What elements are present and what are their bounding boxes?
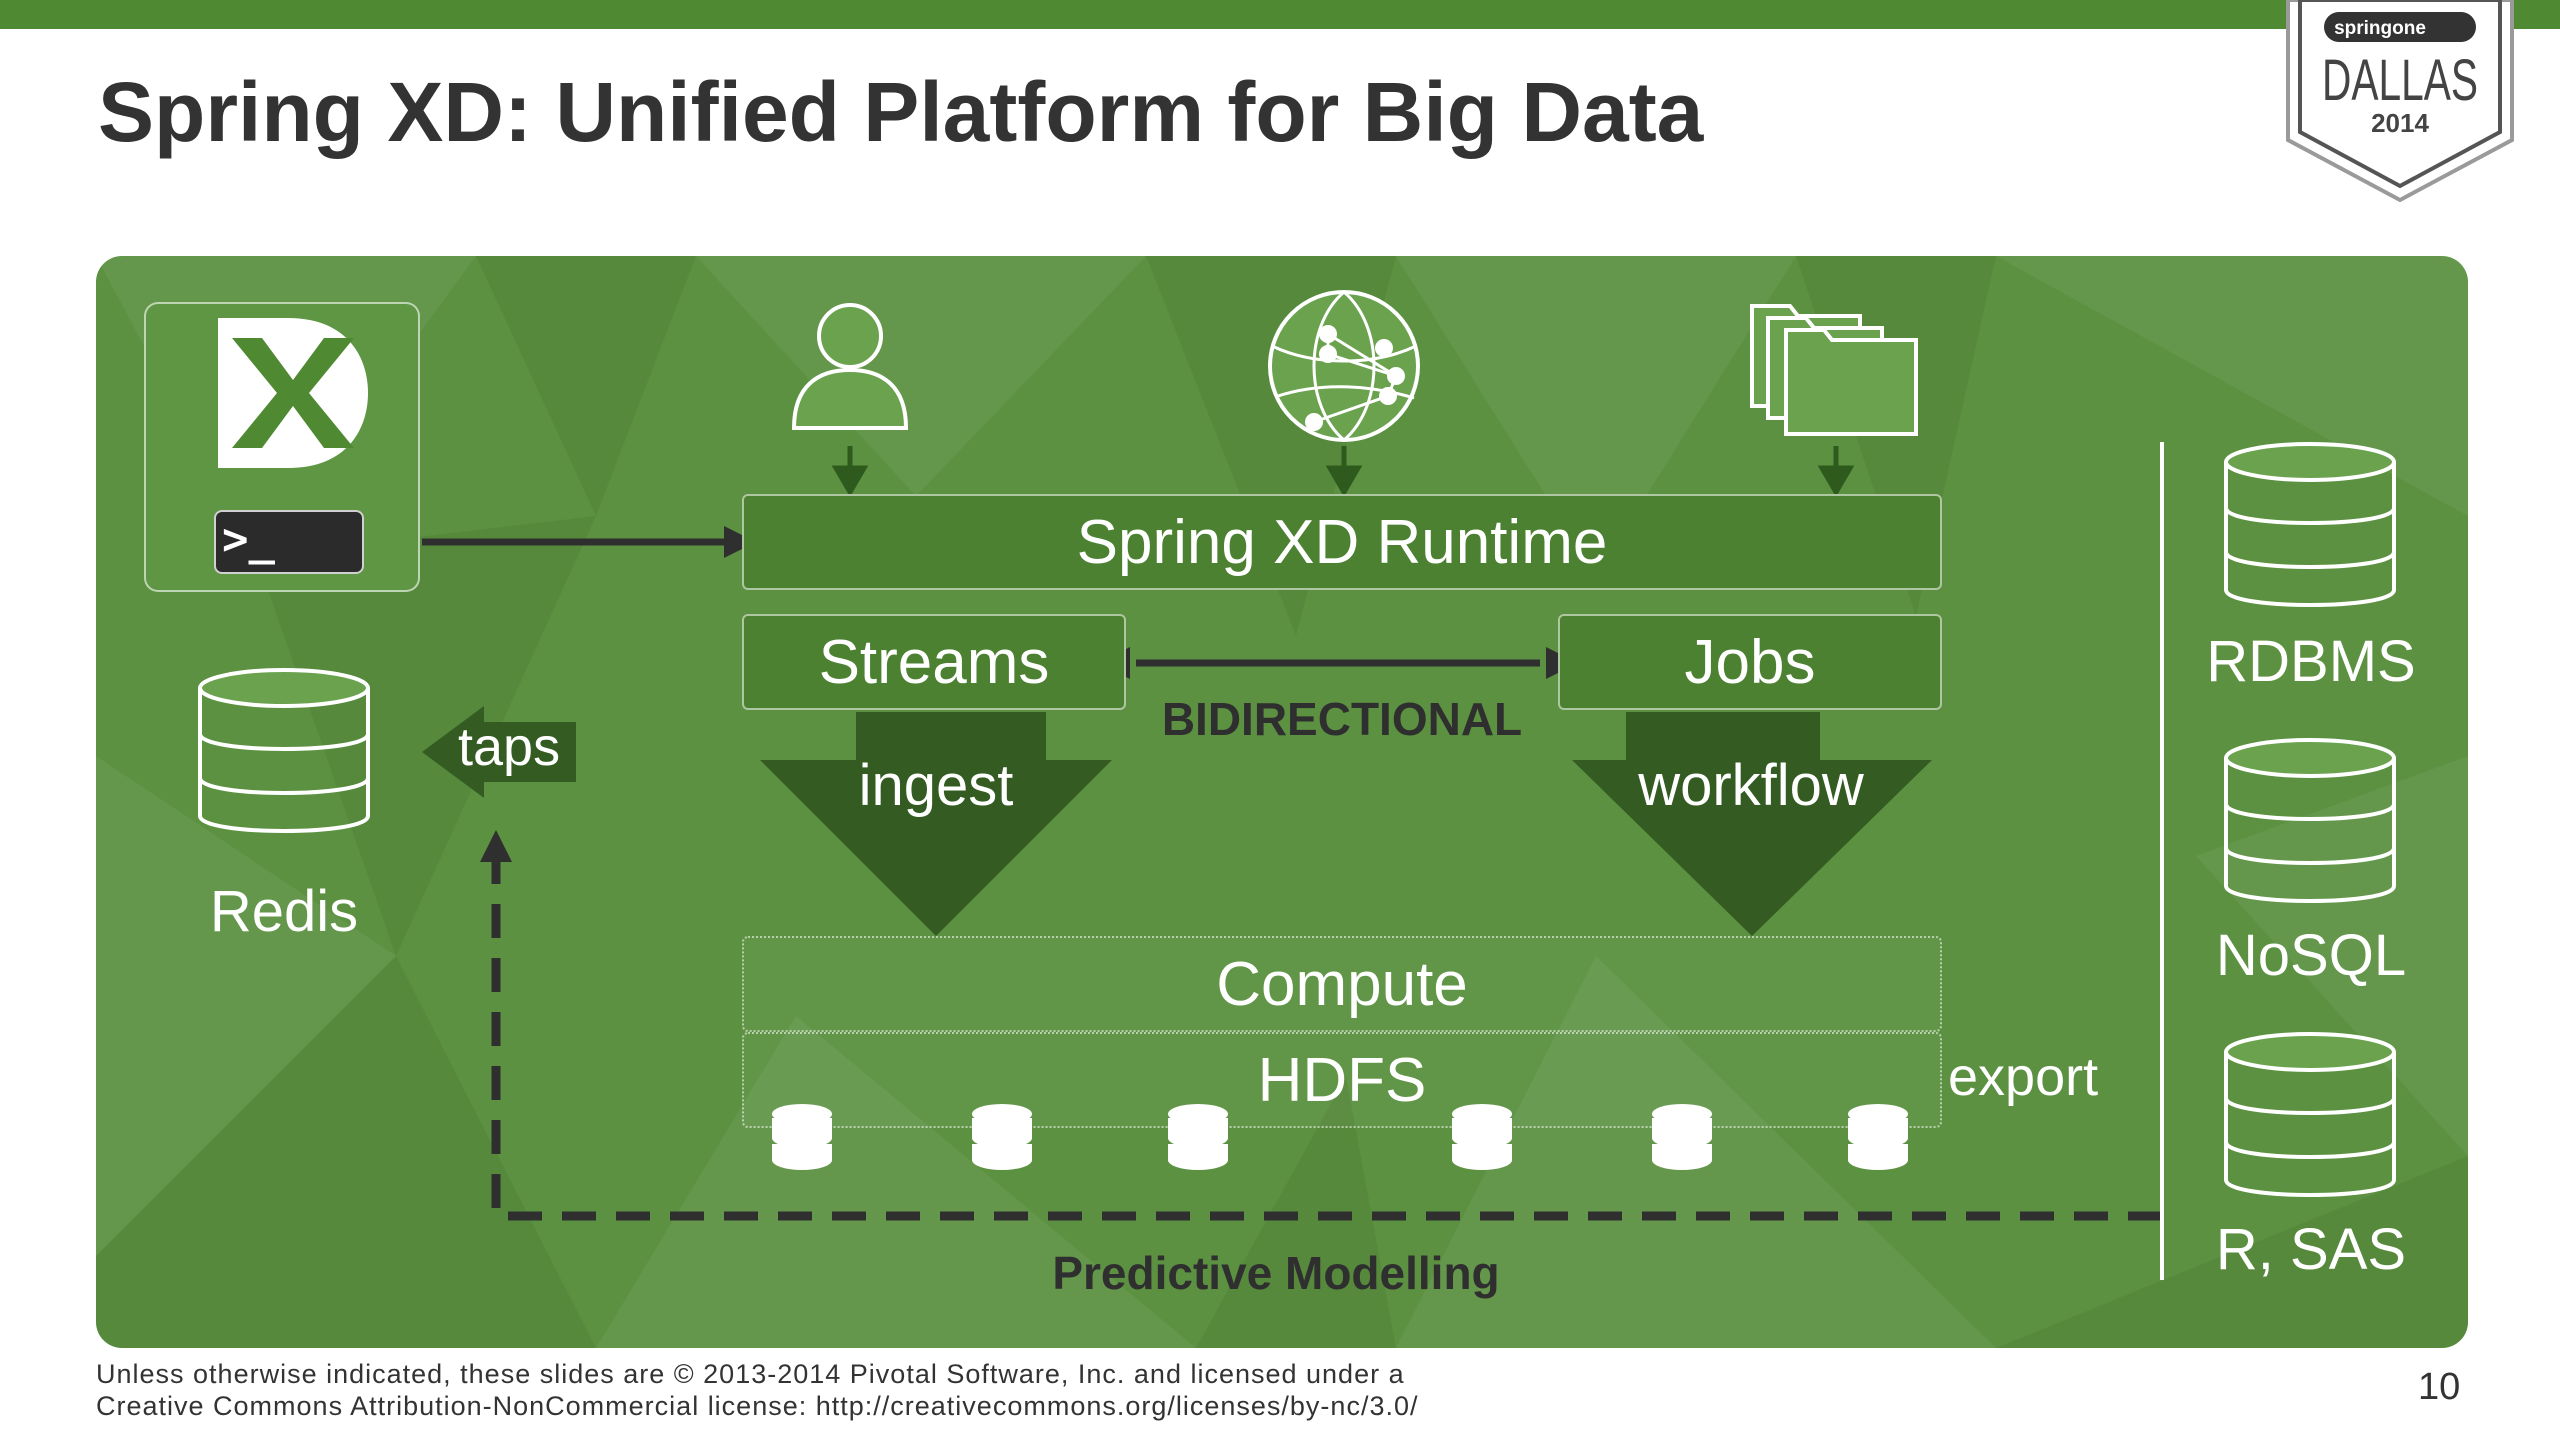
folders-icon xyxy=(1750,304,1918,436)
hdfs-label: HDFS xyxy=(1257,1045,1427,1115)
database-icon xyxy=(2224,738,2396,903)
database-icon xyxy=(1848,1104,1908,1170)
ingest-label: ingest xyxy=(858,753,1014,818)
page-number: 10 xyxy=(2418,1366,2461,1408)
database-icon xyxy=(972,1104,1032,1170)
badge-year: 2014 xyxy=(2371,108,2429,138)
database-icon xyxy=(1652,1104,1712,1170)
license-footer: Unless otherwise indicated, these slides… xyxy=(96,1358,1418,1422)
predictive-modelling-label: Predictive Modelling xyxy=(1052,1247,1500,1299)
spring-xd-shell-box: >_ xyxy=(144,302,420,592)
jobs-box: Jobs xyxy=(1558,614,1942,710)
slide-title: Spring XD: Unified Platform for Big Data xyxy=(98,65,1704,159)
badge-brand: springone xyxy=(2334,18,2426,39)
terminal-prompt: >_ xyxy=(222,514,275,565)
spring-xd-logo-icon xyxy=(218,318,368,468)
taps-arrow xyxy=(422,706,576,798)
database-icon xyxy=(198,668,370,833)
compute-box: Compute xyxy=(742,936,1942,1032)
ingest-arrow xyxy=(760,712,1112,936)
taps-label: taps xyxy=(458,717,561,777)
spring-xd-runtime-box: Spring XD Runtime xyxy=(742,494,1942,590)
compute-label: Compute xyxy=(1216,949,1468,1019)
r-sas-label: R, SAS xyxy=(2215,1217,2407,1282)
hdfs-box: HDFS xyxy=(742,1032,1942,1128)
workflow-label: workflow xyxy=(1638,753,1864,818)
nosql-label: NoSQL xyxy=(2215,923,2407,988)
database-icon xyxy=(772,1104,832,1170)
hdfs-nodes xyxy=(772,1104,1908,1170)
database-icon xyxy=(2224,442,2396,607)
jobs-label: Jobs xyxy=(1684,627,1816,697)
database-icon xyxy=(1168,1104,1228,1170)
terminal-icon: >_ xyxy=(214,510,364,574)
footer-line-1: Unless otherwise indicated, these slides… xyxy=(96,1359,1405,1389)
redis-label: Redis xyxy=(209,879,359,944)
database-icon xyxy=(2224,1032,2396,1197)
footer-line-2: Creative Commons Attribution-NonCommerci… xyxy=(96,1391,1419,1421)
database-icon xyxy=(1452,1104,1512,1170)
network-globe-icon xyxy=(1268,290,1420,442)
springone-dallas-badge: springone DALLAS 2014 xyxy=(2280,0,2520,205)
workflow-arrow xyxy=(1572,712,1932,936)
runtime-label: Spring XD Runtime xyxy=(1076,507,1608,577)
badge-city: DALLAS xyxy=(2322,48,2478,113)
rdbms-label: RDBMS xyxy=(2206,629,2416,694)
streams-box: Streams xyxy=(742,614,1126,710)
diagram-panel: >_ Spring XD Runtime Streams xyxy=(96,256,2468,1348)
streams-label: Streams xyxy=(818,627,1050,697)
export-label: export xyxy=(1948,1047,2099,1107)
user-icon xyxy=(791,303,909,430)
top-accent-bar xyxy=(0,0,2560,29)
bidirectional-label: BIDIRECTIONAL xyxy=(1161,693,1523,745)
